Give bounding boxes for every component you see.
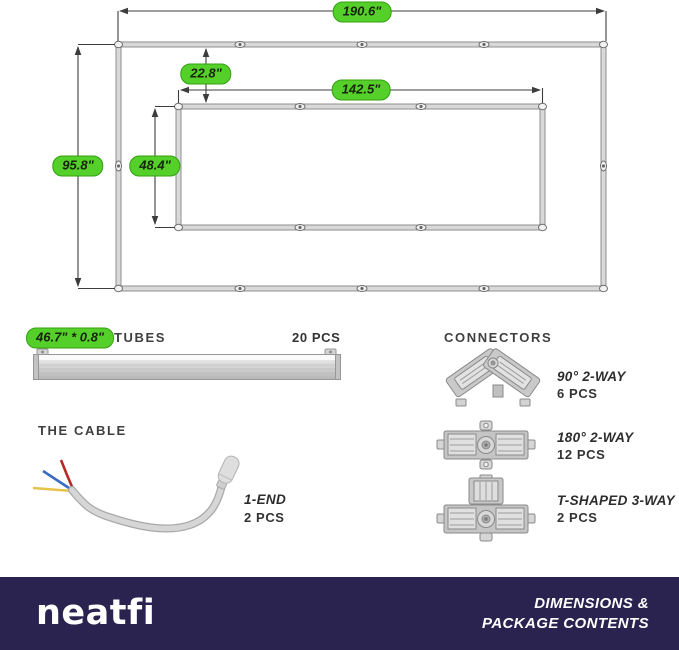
cable-plug: [216, 455, 240, 490]
tube-product-image: [33, 348, 341, 380]
tubes-title: TUBES: [114, 330, 167, 345]
connector-t-image: [436, 474, 536, 542]
footer-bar: neatfi DIMENSIONS & PACKAGE CONTENTS: [0, 577, 679, 650]
dimension-lines: [74, 7, 607, 290]
brand-logo: neatfi: [36, 593, 156, 633]
dim-label-inner-width: 142.5": [331, 79, 391, 101]
tube-size-label: 46.7" * 0.8": [26, 327, 114, 349]
connector-t-name: T-SHAPED 3-WAY: [557, 493, 675, 508]
dim-label-outer-width: 190.6": [332, 1, 392, 23]
cable-title: THE CABLE: [38, 423, 127, 438]
footer-caption-line1: DIMENSIONS &: [534, 594, 649, 612]
connector-180-quantity: 12 PCS: [557, 447, 606, 462]
connector-90-name: 90° 2-WAY: [557, 369, 626, 384]
connectors-title: CONNECTORS: [444, 330, 553, 345]
inner-frame-tubes: [175, 103, 546, 231]
connector-180-name: 180° 2-WAY: [557, 430, 634, 445]
footer-caption: DIMENSIONS & PACKAGE CONTENTS: [482, 594, 649, 634]
connector-180-image: [436, 420, 536, 470]
footer-caption-line2: PACKAGE CONTENTS: [482, 614, 649, 632]
connector-t-quantity: 2 PCS: [557, 510, 598, 525]
cable-quantity: 2 PCS: [244, 510, 285, 525]
cable-product-image: [32, 455, 240, 533]
cable-variant: 1-END: [244, 492, 287, 507]
connector-90-quantity: 6 PCS: [557, 386, 598, 401]
dim-label-inset-gap: 22.8": [180, 63, 232, 85]
tubes-quantity: 20 PCS: [292, 330, 341, 345]
dim-label-inner-height: 48.4": [129, 155, 181, 177]
dim-label-outer-height: 95.8": [52, 155, 104, 177]
tube-joint-marks: [114, 40, 608, 293]
connector-90-image: [445, 348, 541, 407]
